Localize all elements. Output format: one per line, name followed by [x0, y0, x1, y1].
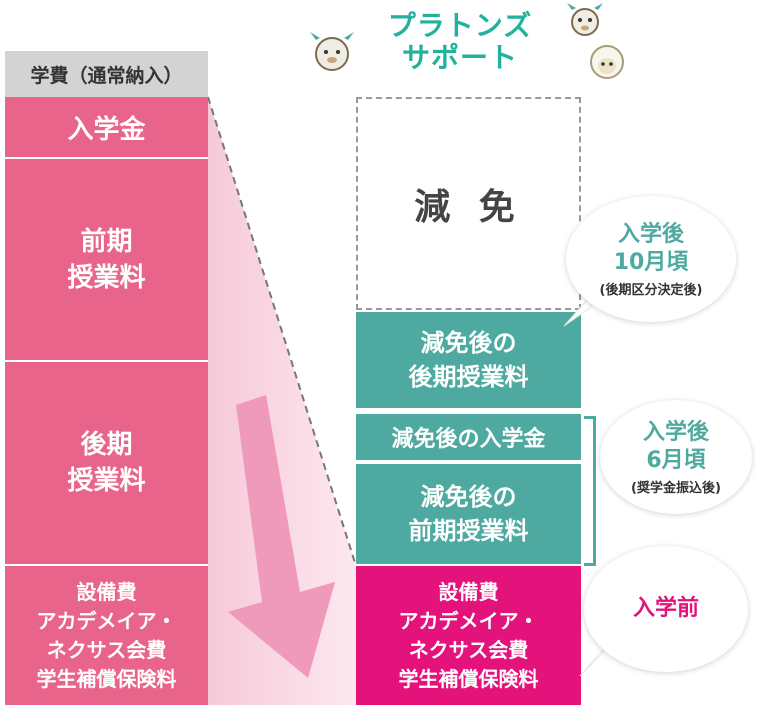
june-bracket	[584, 416, 596, 566]
right-second-term-tuition: 減免後の 後期授業料	[356, 312, 581, 408]
right-misc-line4: 学生補償保険料	[398, 666, 539, 691]
right-misc-line2: アカデメイア・	[398, 608, 539, 633]
down-arrow-icon	[228, 395, 335, 678]
right-entrance-label: 減免後の入学金	[391, 427, 546, 452]
right-misc-fees: 設備費 アカデメイア・ ネクサス会費 学生補償保険料	[356, 566, 581, 705]
left-misc-line1: 設備費	[76, 579, 137, 604]
left-second-term-tuition: 後期 授業料	[5, 362, 208, 566]
right-first-term-line2: 前期授業料	[408, 517, 529, 545]
right-first-term-tuition: 減免後の 前期授業料	[356, 464, 581, 564]
left-misc-line2: アカデメイア・	[36, 608, 177, 633]
exemption-label: 減 免	[414, 186, 523, 228]
right-first-term-line1: 減免後の	[420, 483, 517, 511]
right-second-term-line1: 減免後の	[420, 329, 517, 357]
bubble-june-num: 6月頃	[646, 447, 706, 473]
bubble-june: 入学後 6月頃 (奨学金振込後)	[600, 400, 752, 514]
funnel-dashed-line	[207, 96, 357, 567]
right-misc-line1: 設備費	[438, 579, 499, 604]
bubble-october: 入学後 10月頃 (後期区分決定後)	[566, 196, 736, 322]
left-entrance-fee: 入学金	[5, 97, 208, 159]
logo: プラトンズ サポート	[350, 4, 570, 80]
logo-line2: サポート	[401, 41, 518, 74]
left-second-term-line2: 授業料	[67, 466, 146, 496]
right-second-term-line2: 後期授業料	[408, 363, 529, 391]
bubble-october-num: 10月頃	[613, 249, 689, 275]
exemption-box: 減 免	[356, 97, 581, 310]
left-first-term-line1: 前期	[80, 226, 133, 257]
regular-fee-tag: 学費（通常納入）	[5, 51, 208, 97]
logo-line1: プラトンズ	[387, 9, 533, 42]
left-first-term-tuition: 前期 授業料	[5, 159, 208, 362]
left-misc-line3: ネクサス会費	[46, 637, 167, 662]
left-misc-line4: 学生補償保険料	[36, 666, 177, 691]
left-entrance-fee-label: 入学金	[67, 114, 146, 145]
left-misc-fees: 設備費 アカデメイア・ ネクサス会費 学生補償保険料	[5, 566, 208, 705]
goat-mascot-icon	[310, 32, 354, 71]
regular-fee-tag-label: 学費（通常納入）	[30, 64, 183, 87]
right-entrance-fee: 減免後の入学金	[356, 414, 581, 460]
bubble-before-head: 入学前	[632, 596, 699, 621]
sheep-mascot-icon	[590, 45, 624, 79]
right-misc-line3: ネクサス会費	[408, 637, 529, 662]
left-first-term-line2: 授業料	[67, 262, 146, 293]
bubble-june-head: 入学後	[642, 419, 709, 445]
goat-mascot-icon	[567, 3, 603, 36]
funnel-shape	[208, 97, 356, 705]
bubble-october-note: (後期区分決定後)	[599, 282, 703, 298]
bubble-june-note: (奨学金振込後)	[631, 480, 721, 496]
left-second-term-line1: 後期	[80, 430, 133, 460]
bubble-october-head: 入学後	[617, 221, 684, 247]
bubble-before-entry: 入学前	[584, 546, 748, 672]
